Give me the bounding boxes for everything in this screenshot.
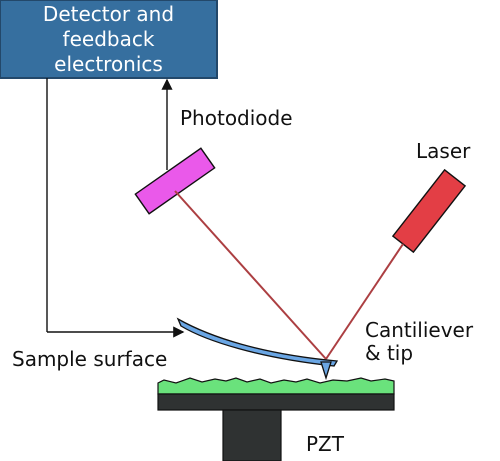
pzt-stage-top (157, 393, 395, 411)
photodiode-body (134, 147, 216, 215)
photodiode-icon (134, 147, 216, 215)
detector-box (0, 0, 218, 79)
laser-body (391, 168, 467, 254)
pzt-stage-stem (222, 409, 282, 461)
laser-label: Laser (416, 139, 471, 163)
cantilever-label: Cantiliever & tip (365, 318, 474, 365)
tip-icon (320, 361, 332, 381)
laser-icon (391, 168, 467, 254)
detector-label: Detector and feedback electronics (42, 1, 175, 76)
photodiode-label: Photodiode (180, 106, 293, 130)
sample-surface-label: Sample surface (12, 347, 168, 371)
cantilever-arm (176, 317, 339, 367)
pzt-label: PZT (306, 432, 344, 456)
reflected-laser-beam (174, 190, 327, 360)
sample-surface-icon (157, 377, 395, 395)
incident-laser-beam (325, 243, 404, 360)
